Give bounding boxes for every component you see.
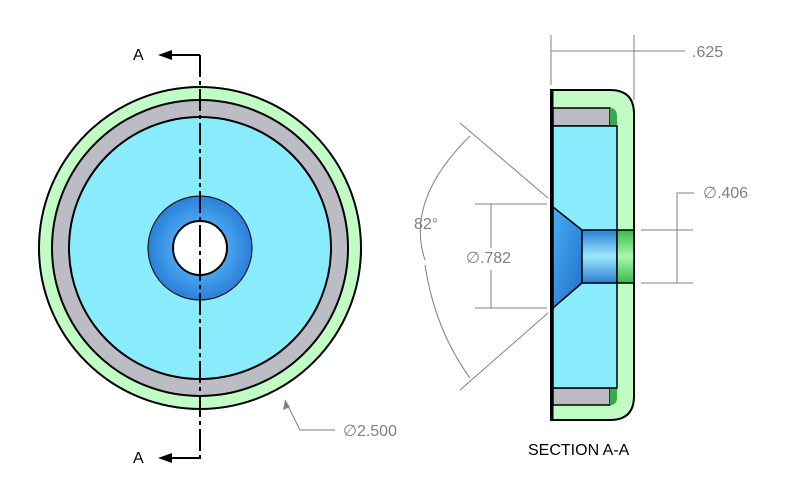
diameter-leader	[284, 399, 335, 431]
angle-arc	[424, 264, 471, 379]
arrow-head-icon	[283, 400, 290, 410]
hole-diameter-dim: ∅.406	[703, 185, 748, 202]
arrow-head-icon	[158, 50, 172, 60]
front-view: A A ∅2.500	[38, 47, 397, 467]
dimension-line	[676, 192, 694, 283]
fillet-top	[610, 108, 617, 126]
section-view: .625 ∅.406 ∅.782 82° SECTION A-A	[414, 35, 748, 459]
section-title: SECTION A-A	[528, 442, 630, 459]
thickness-dim: .625	[692, 44, 723, 61]
angle-arc	[419, 135, 471, 261]
countersink-diameter-dim: ∅.782	[466, 250, 511, 267]
cup-hole-section	[616, 229, 635, 284]
section-label-bottom: A	[133, 450, 144, 467]
outer-diameter-dim: ∅2.500	[343, 423, 397, 440]
countersink-angle-dim: 82°	[414, 216, 438, 233]
extension-line	[459, 122, 549, 199]
section-label-top: A	[133, 47, 144, 64]
extension-line	[459, 312, 549, 391]
ring-top	[552, 107, 611, 127]
ring-bottom	[552, 387, 611, 406]
arrow-head-icon	[158, 453, 172, 463]
bore-section	[581, 229, 618, 284]
fillet-bottom	[610, 388, 617, 405]
